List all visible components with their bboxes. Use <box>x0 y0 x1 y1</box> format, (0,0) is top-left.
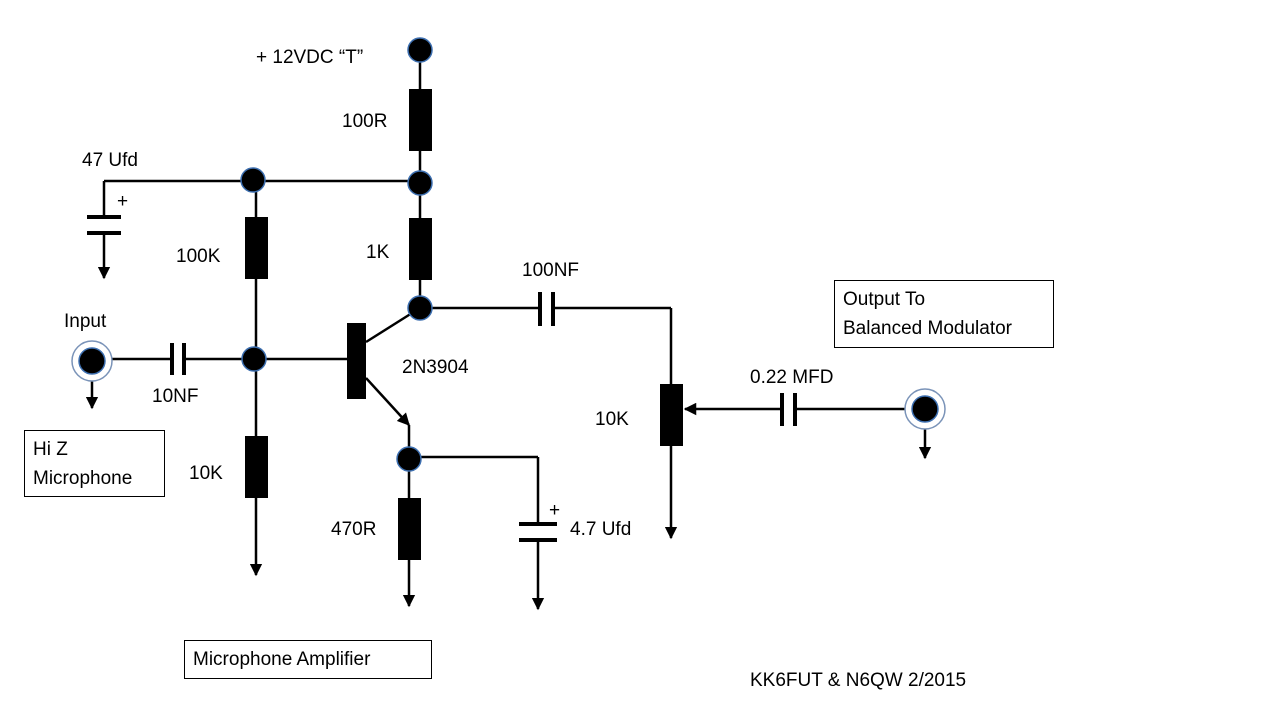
label-47ufd: 47 Ufd <box>82 150 138 171</box>
junction-dot-top-right <box>407 170 433 196</box>
resistor-100k <box>245 217 268 279</box>
resistor-100r <box>409 89 432 151</box>
supply-terminal <box>407 37 433 63</box>
title-box-text: Microphone Amplifier <box>193 649 371 670</box>
label-plus-bypass: + <box>117 191 128 212</box>
resistor-1k <box>409 218 432 280</box>
potentiometer-10k <box>660 384 683 446</box>
label-10k-pot: 10K <box>595 409 629 430</box>
output-box: Output To Balanced Modulator <box>834 280 1054 348</box>
resistor-10k-bias <box>245 436 268 498</box>
label-10k-bias: 10K <box>189 463 223 484</box>
label-supply: + 12VDC “T” <box>256 47 363 68</box>
label-credit: KK6FUT & N6QW 2/2015 <box>750 670 966 691</box>
label-0-22mfd: 0.22 MFD <box>750 367 833 388</box>
label-plus-emitter: + <box>549 500 560 521</box>
microphone-box-line1: Hi Z <box>33 439 68 460</box>
microphone-box-line2: Microphone <box>33 468 133 489</box>
label-470r: 470R <box>331 519 376 540</box>
microphone-box: Hi Z Microphone <box>24 430 165 497</box>
junction-dot-base <box>241 346 267 372</box>
label-4-7ufd: 4.7 Ufd <box>570 519 631 540</box>
output-box-line1: Output To <box>843 289 926 310</box>
label-100r: 100R <box>342 111 387 132</box>
transistor-base-bar <box>347 323 366 399</box>
output-box-line2: Balanced Modulator <box>843 318 1012 339</box>
junction-dot-emitter <box>396 446 422 472</box>
junction-dot-collector <box>407 295 433 321</box>
transistor-emitter-lead <box>365 377 410 426</box>
resistor-470r <box>398 498 421 560</box>
label-1k: 1K <box>366 242 390 263</box>
output-jack <box>911 395 939 423</box>
label-input: Input <box>64 311 107 332</box>
label-10nf: 10NF <box>152 386 198 407</box>
label-100nf: 100NF <box>522 260 579 281</box>
input-jack <box>78 347 106 375</box>
title-box: Microphone Amplifier <box>184 640 432 679</box>
label-100k: 100K <box>176 246 221 267</box>
junction-dot-top-left <box>240 167 266 193</box>
label-2n3904: 2N3904 <box>402 357 469 378</box>
